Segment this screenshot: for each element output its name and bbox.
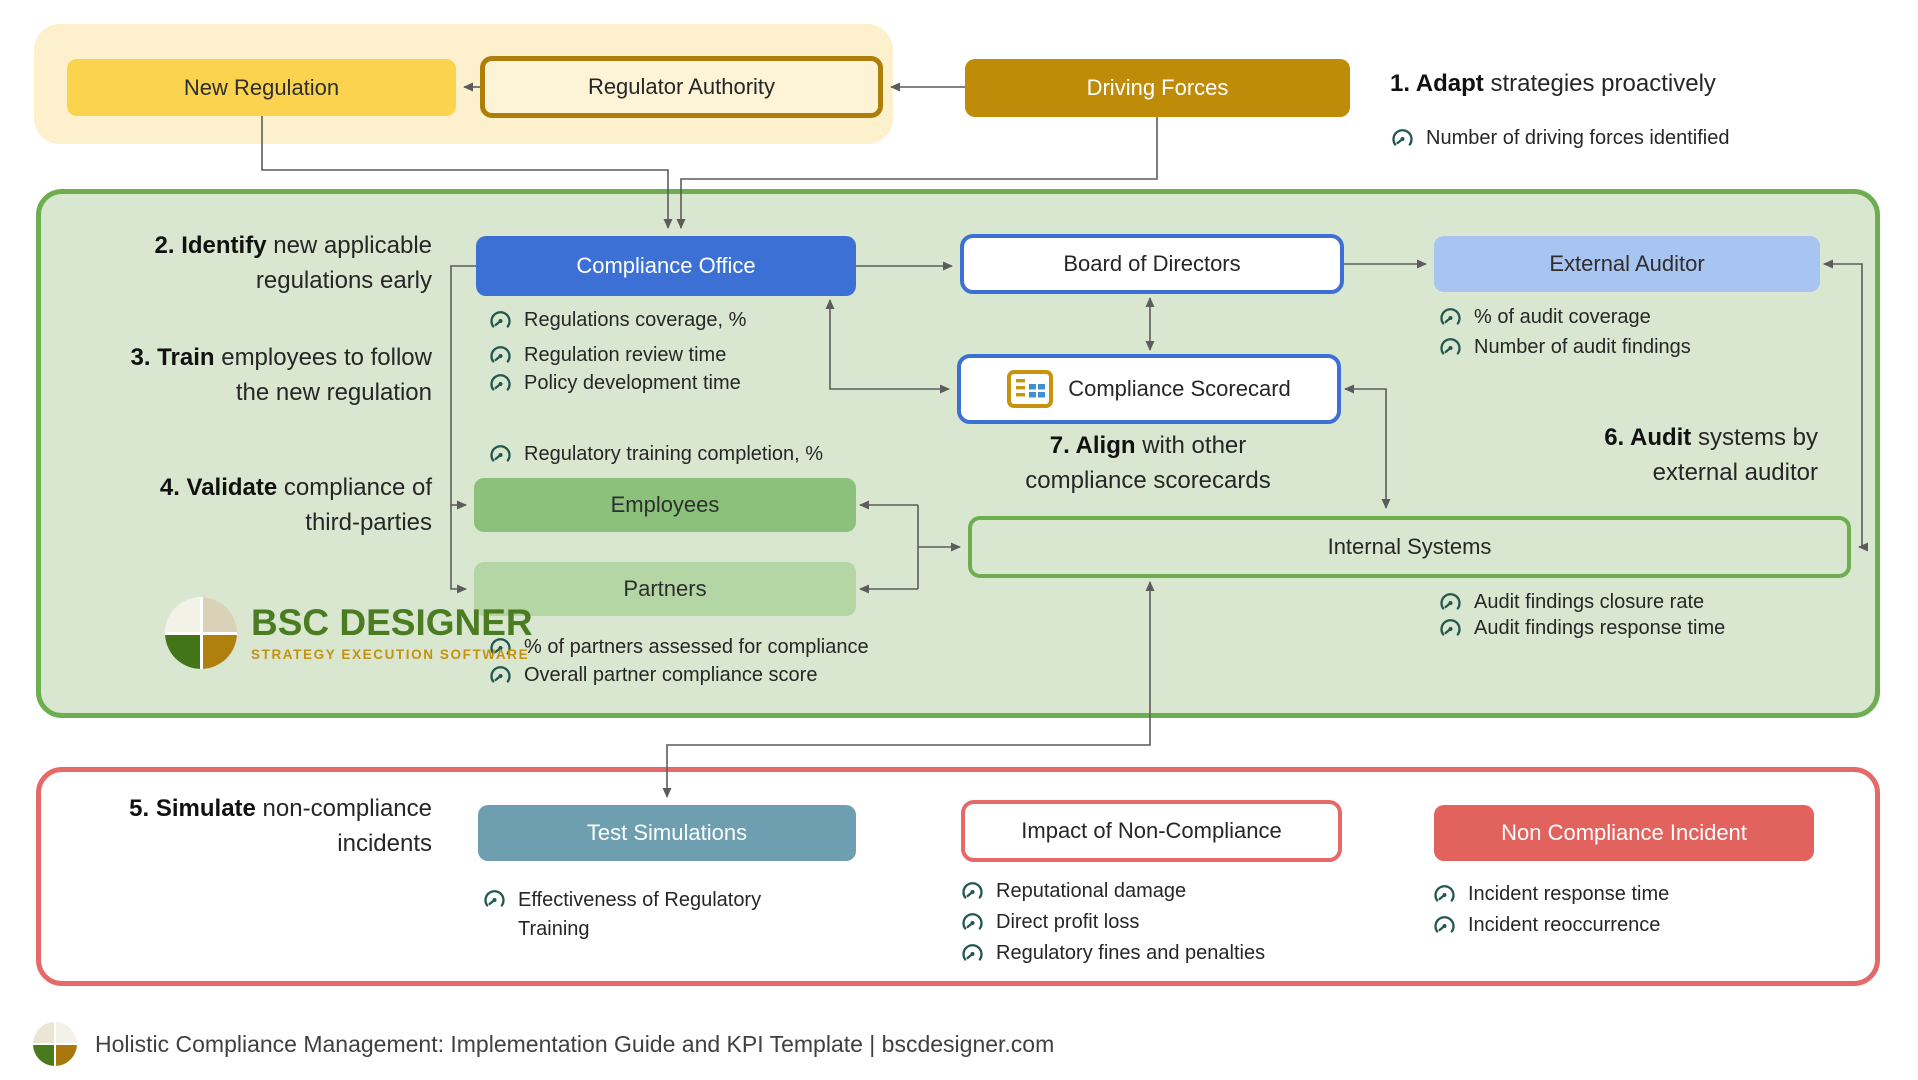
- node-label: Compliance Scorecard: [1068, 376, 1291, 401]
- node-internal-systems: Internal Systems: [968, 516, 1851, 578]
- kpi-row: Audit findings response time: [1438, 614, 1725, 642]
- step-4-validate: 4. Validate compliance of third-parties: [159, 474, 432, 536]
- kpi-label: Regulation review time: [524, 343, 727, 366]
- kpi-label: Effectiveness of Regulatory Training: [518, 889, 762, 940]
- kpi-gauge-icon: [1390, 128, 1415, 149]
- node-new-regulation: New Regulation: [67, 59, 456, 116]
- non-compliance-panel: [36, 767, 1880, 986]
- node-label: Internal Systems: [1327, 534, 1492, 559]
- step-7-align: 7. Align with other compliance scorecard…: [1025, 432, 1271, 494]
- node-label: New Regulation: [183, 74, 340, 100]
- kpi-label: Incident response time: [1468, 882, 1670, 905]
- bsc-logo-subtitle: STRATEGY EXECUTION SOFTWARE: [251, 647, 530, 662]
- bsc-logo-mark: [165, 597, 237, 669]
- node-partners: Partners: [474, 562, 856, 616]
- kpi-gauge-icon: [482, 889, 507, 910]
- kpi-label: Incident reoccurrence: [1468, 913, 1661, 936]
- kpi-row: Overall partner compliance score: [488, 661, 817, 689]
- node-driving-forces: Driving Forces: [965, 59, 1350, 117]
- kpi-label: Regulatory fines and penalties: [996, 941, 1266, 964]
- kpi-row: Regulatory fines and penalties: [960, 939, 1265, 967]
- kpi-gauge-icon: [488, 444, 513, 465]
- kpi-label: Regulations coverage, %: [524, 308, 747, 331]
- kpi-gauge-icon: [1438, 618, 1463, 639]
- kpi-row: Regulations coverage, %: [488, 306, 746, 334]
- kpi-label: Number of driving forces identified: [1426, 126, 1730, 149]
- kpi-gauge-icon: [1432, 884, 1457, 905]
- kpi-row: Regulation review time: [488, 341, 726, 369]
- kpi-gauge-icon: [1432, 915, 1457, 936]
- kpi-gauge-icon: [1438, 307, 1463, 328]
- kpi-label: Overall partner compliance score: [524, 663, 818, 686]
- node-employees: Employees: [474, 478, 856, 532]
- kpi-row: Incident reoccurrence: [1432, 911, 1660, 939]
- step-1-adapt: 1. Adapt strategies proactively: [1390, 70, 1716, 97]
- kpi-row: Number of driving forces identified: [1390, 124, 1729, 152]
- node-test-simulations: Test Simulations: [478, 805, 856, 861]
- step-6-audit: 6. Audit systems by external auditor: [1604, 424, 1818, 486]
- kpi-row: Reputational damage: [960, 877, 1186, 905]
- kpi-row: Direct profit loss: [960, 908, 1139, 936]
- footer: Holistic Compliance Management: Implemen…: [33, 1022, 1054, 1066]
- node-regulator-authority: Regulator Authority: [480, 56, 883, 118]
- kpi-row: Policy development time: [488, 369, 741, 397]
- node-label: Employees: [610, 492, 720, 517]
- kpi-gauge-icon: [488, 373, 513, 394]
- kpi-label: Audit findings closure rate: [1474, 590, 1705, 613]
- footer-logo-mark: [33, 1022, 77, 1066]
- step-3-train: 3. Train employees to follow the new reg…: [130, 344, 433, 406]
- kpi-gauge-icon: [488, 637, 513, 658]
- kpi-row: Incident response time: [1432, 880, 1669, 908]
- kpi-row: Effectiveness of Regulatory Training: [482, 886, 773, 944]
- kpi-row: % of partners assessed for compliance: [488, 633, 869, 661]
- node-label: Driving Forces: [1086, 75, 1229, 100]
- node-label: External Auditor: [1549, 251, 1705, 276]
- node-impact-of-non-compliance: Impact of Non-Compliance: [961, 800, 1342, 862]
- kpi-label: Policy development time: [524, 371, 741, 394]
- kpi-gauge-icon: [488, 310, 513, 331]
- node-compliance-scorecard: Compliance Scorecard: [957, 354, 1341, 424]
- kpi-gauge-icon: [488, 345, 513, 366]
- node-board-of-directors: Board of Directors: [960, 234, 1344, 294]
- kpi-label: Direct profit loss: [996, 910, 1140, 933]
- kpi-gauge-icon: [1438, 592, 1463, 613]
- step-5-simulate: 5. Simulate non-compliance incidents: [129, 795, 432, 857]
- kpi-gauge-icon: [488, 665, 513, 686]
- bsc-designer-logo: BSC DESIGNER STRATEGY EXECUTION SOFTWARE: [165, 597, 533, 669]
- node-compliance-office: Compliance Office: [476, 236, 856, 296]
- kpi-gauge-icon: [960, 912, 985, 933]
- kpi-gauge-icon: [960, 943, 985, 964]
- node-label: Impact of Non-Compliance: [1021, 818, 1282, 843]
- kpi-row: Regulatory training completion, %: [488, 440, 823, 468]
- kpi-gauge-icon: [960, 881, 985, 902]
- kpi-row: Number of audit findings: [1438, 333, 1691, 361]
- kpi-label: Reputational damage: [996, 879, 1187, 902]
- scorecard-icon: [1007, 370, 1054, 408]
- node-label: Non Compliance Incident: [1501, 820, 1747, 845]
- bsc-logo-title: BSC DESIGNER: [251, 602, 533, 643]
- kpi-label: Audit findings response time: [1474, 616, 1726, 639]
- node-non-compliance-incident: Non Compliance Incident: [1434, 805, 1814, 861]
- kpi-gauge-icon: [1438, 337, 1463, 358]
- kpi-row: Audit findings closure rate: [1438, 588, 1704, 616]
- footer-text: Holistic Compliance Management: Implemen…: [95, 1030, 1055, 1057]
- kpi-label: % of partners assessed for compliance: [524, 635, 869, 658]
- step-2-identify: 2. Identify new applicable regulations e…: [154, 232, 432, 294]
- kpi-label: Number of audit findings: [1474, 335, 1691, 358]
- node-label: Partners: [623, 576, 707, 601]
- node-label: Compliance Office: [576, 253, 756, 278]
- node-label: Board of Directors: [1063, 251, 1241, 276]
- kpi-row: % of audit coverage: [1438, 303, 1651, 331]
- node-label: Regulator Authority: [587, 74, 776, 99]
- node-label: Test Simulations: [586, 820, 748, 845]
- kpi-label: Regulatory training completion, %: [524, 442, 824, 465]
- node-external-auditor: External Auditor: [1434, 236, 1820, 292]
- kpi-label: % of audit coverage: [1474, 305, 1651, 328]
